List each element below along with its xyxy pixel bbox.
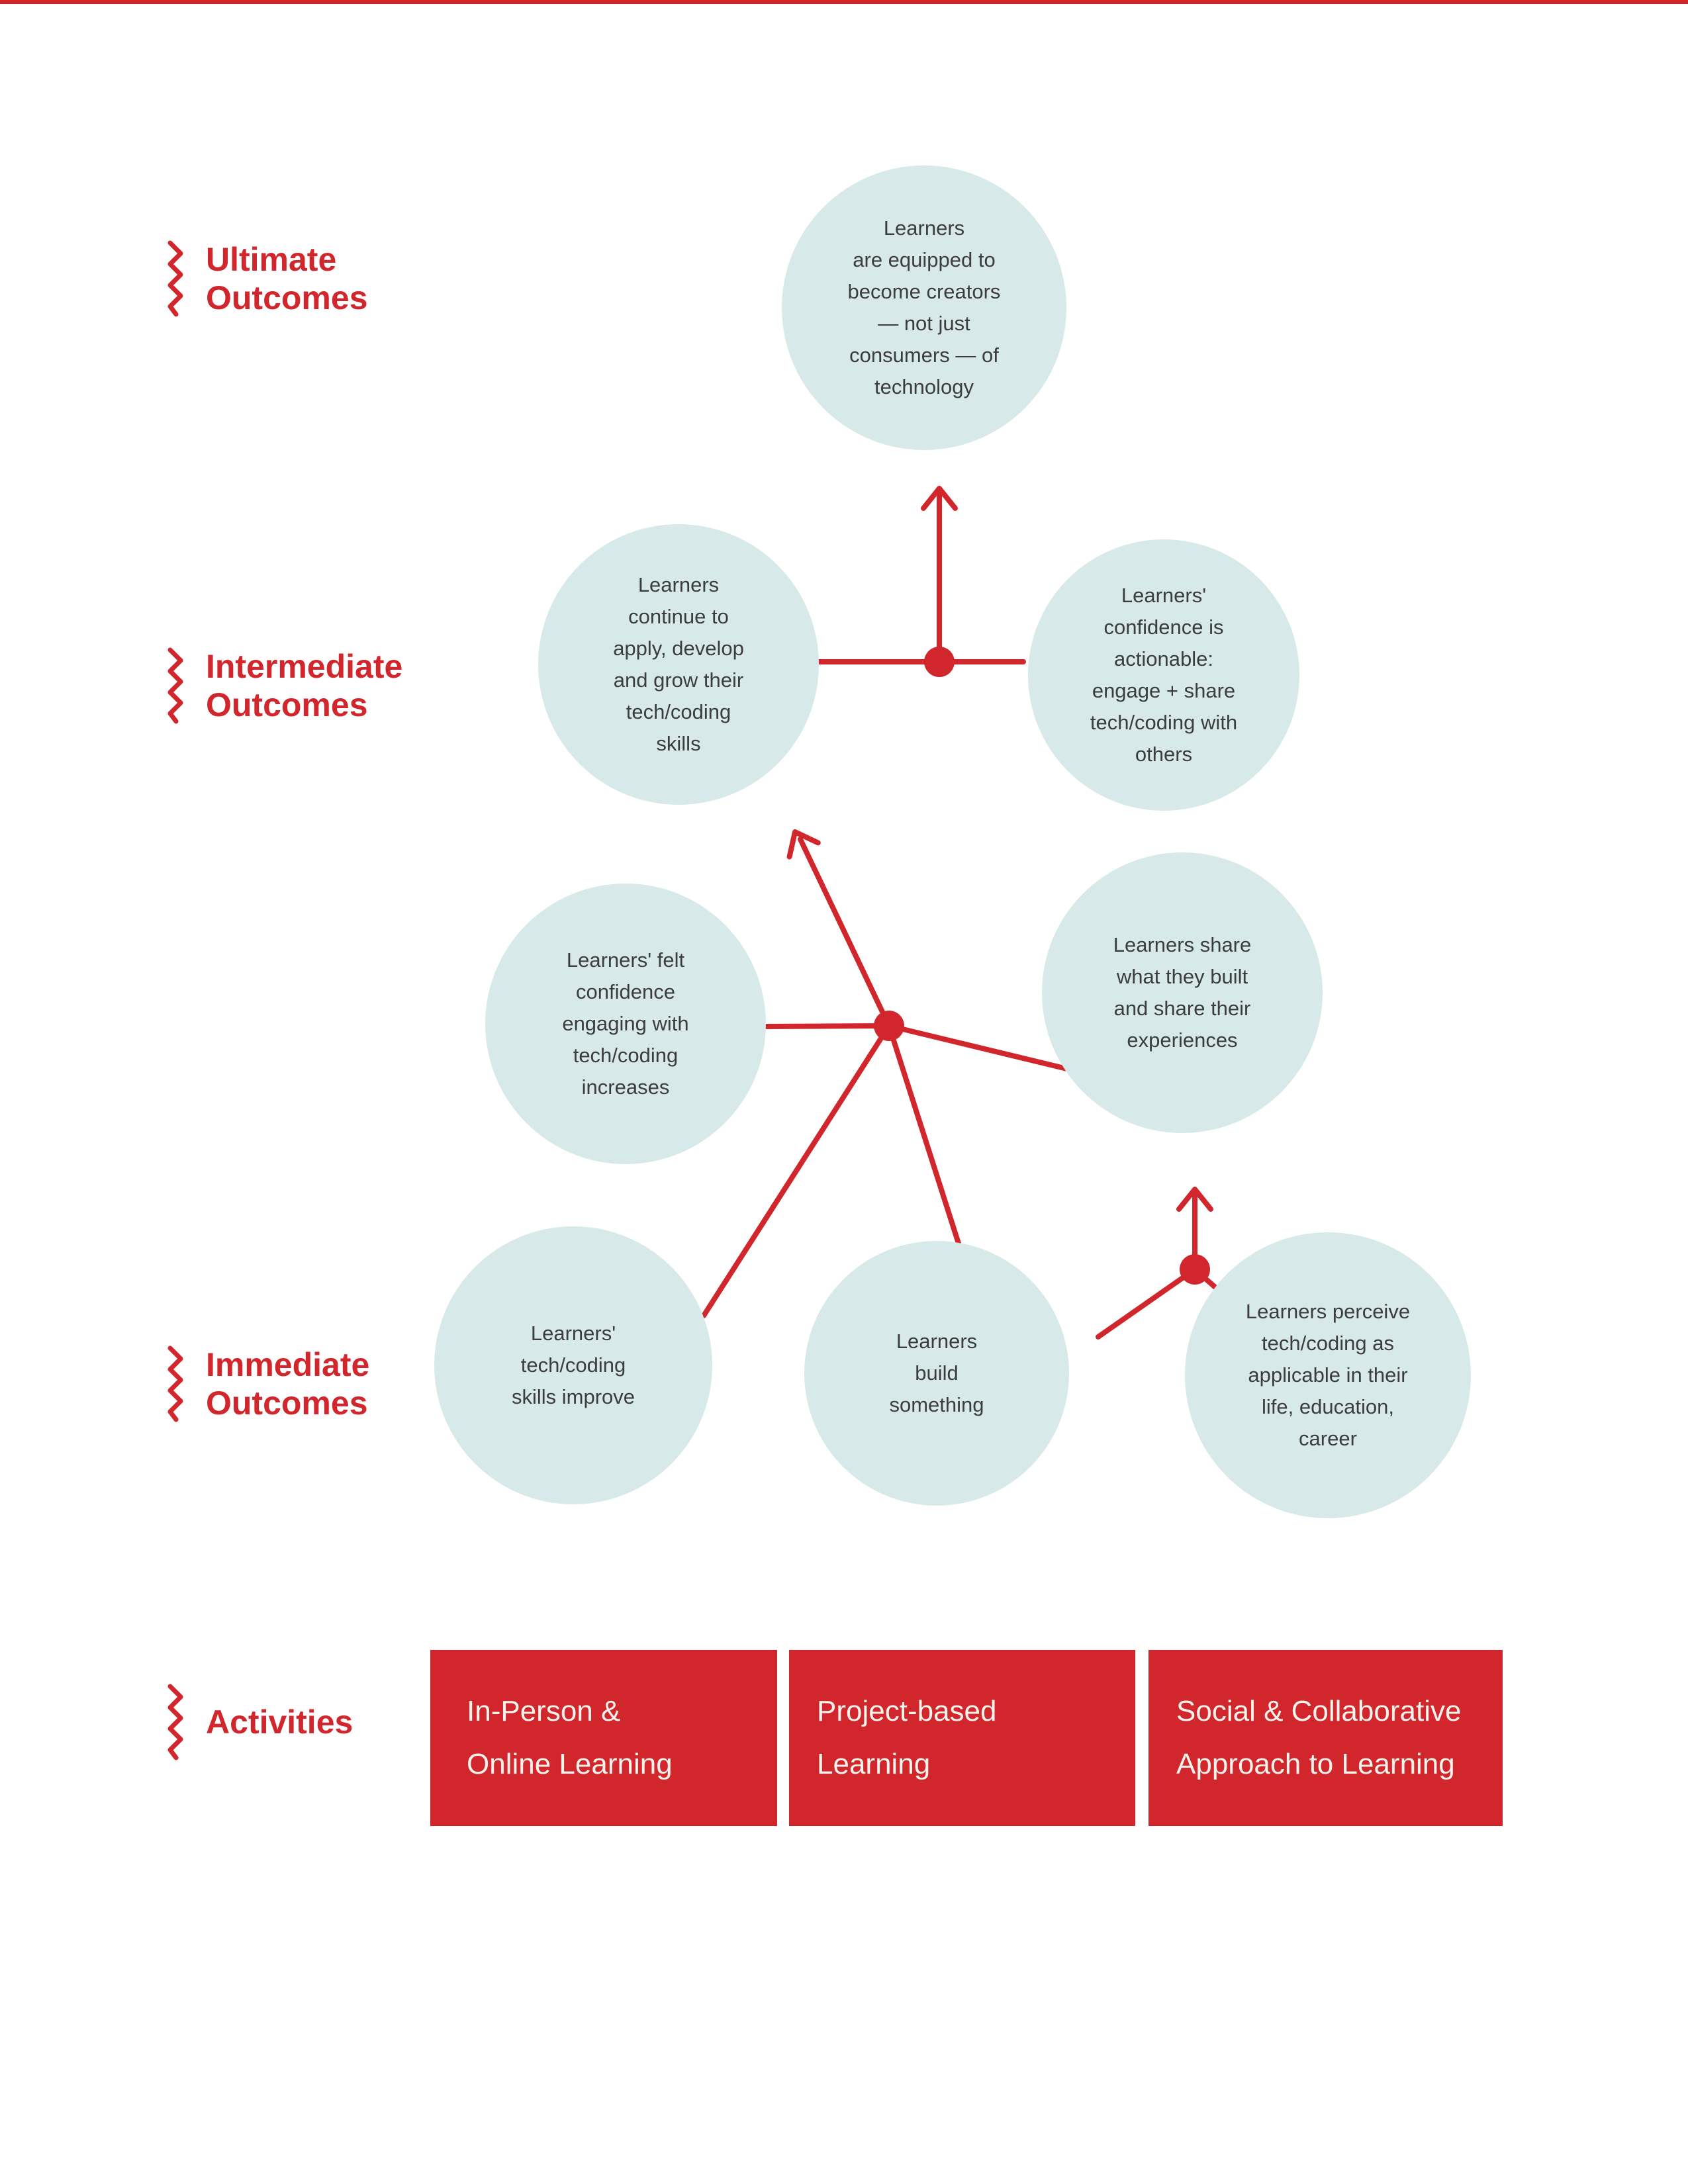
label-activities: Activities [167, 1682, 353, 1762]
arrow-up-left-icon [786, 829, 821, 860]
label-text: Intermediate Outcomes [206, 648, 403, 723]
connector-line [1096, 1267, 1197, 1340]
label-text: Activities [206, 1704, 353, 1741]
arrow-up-icon [921, 486, 958, 511]
circle-text: Learners' confidence is actionable: enga… [1090, 583, 1238, 766]
circle-text: Learners build something [889, 1329, 984, 1417]
junction-dot [1180, 1254, 1210, 1285]
label-ultimate-outcomes: Ultimate Outcomes [167, 240, 368, 317]
circle-skills-improve: Learners' tech/coding skills improve [434, 1226, 712, 1504]
connector-line [701, 1023, 892, 1318]
activity-box-social-collaborative: Social & Collaborative Approach to Learn… [1149, 1650, 1503, 1826]
connector-line [798, 837, 892, 1028]
label-text: Ultimate Outcomes [206, 241, 368, 316]
circle-text: Learners' felt confidence engaging with … [562, 948, 689, 1099]
circle-felt-confidence: Learners' felt confidence engaging with … [485, 884, 766, 1164]
zigzag-icon [167, 647, 183, 724]
activity-box-text: Project-based Learning [817, 1694, 997, 1780]
top-border-bar [0, 0, 1688, 4]
circle-text: Learners continue to apply, develop and … [613, 572, 744, 756]
circle-text: Learners' tech/coding skills improve [511, 1321, 635, 1409]
circle-text: Learners perceive tech/coding as applica… [1245, 1299, 1411, 1451]
circle-ultimate-outcome: Learners are equipped to become creators… [782, 165, 1066, 450]
circle-text: Learners are equipped to become creators… [847, 216, 1001, 399]
circle-perceive-applicable: Learners perceive tech/coding as applica… [1185, 1232, 1471, 1518]
connector-line [886, 1023, 962, 1250]
circle-apply-grow-skills: Learners continue to apply, develop and … [538, 524, 819, 805]
label-intermediate-outcomes: Intermediate Outcomes [167, 647, 402, 724]
activity-box-text: Social & Collaborative Approach to Learn… [1176, 1694, 1462, 1780]
label-text: Immediate Outcomes [206, 1346, 370, 1422]
junction-dot [874, 1011, 904, 1041]
connector-line [886, 1023, 1075, 1073]
junction-dot [924, 647, 955, 677]
zigzag-icon [167, 1684, 183, 1760]
activity-box-project-based: Project-based Learning [789, 1650, 1135, 1826]
activity-box-text: In-Person & Online Learning [467, 1694, 673, 1780]
arrow-up-icon [1176, 1187, 1213, 1212]
circle-confidence-actionable: Learners' confidence is actionable: enga… [1028, 539, 1299, 811]
zigzag-icon [167, 1345, 183, 1422]
label-immediate-outcomes: Immediate Outcomes [167, 1345, 369, 1422]
circle-text: Learners share what they built and share… [1113, 933, 1252, 1052]
circle-share-built: Learners share what they built and share… [1042, 852, 1323, 1133]
circle-build-something: Learners build something [804, 1241, 1069, 1506]
activity-box-in-person-online: In-Person & Online Learning [430, 1650, 777, 1826]
zigzag-icon [167, 240, 183, 317]
